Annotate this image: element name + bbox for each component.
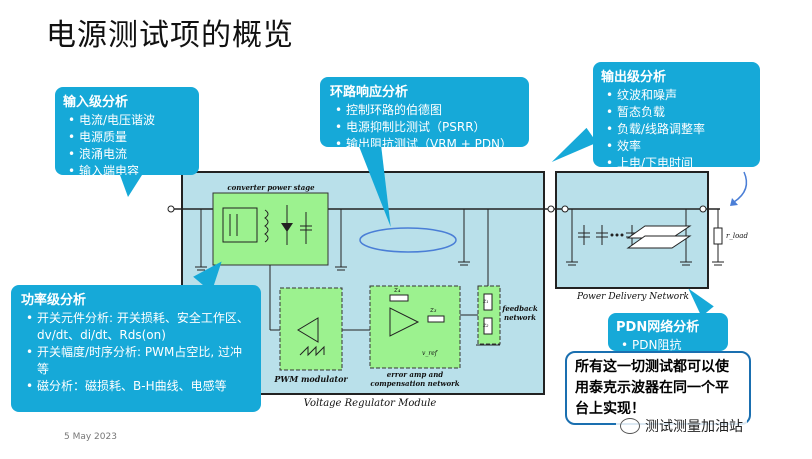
footer-date: 5 May 2023 (64, 432, 117, 442)
output-stage-callout: 输出级分析 纹波和噪声 暂态负载 负载/线路调整率 效率 上电/下电时间 (593, 62, 760, 172)
list-item: 暂态负载 (606, 104, 752, 121)
list-item: PDN阻抗 (621, 337, 720, 354)
converter-label: converter power stage (227, 183, 315, 192)
list-item: 输出阻抗测试（VRM + PDN） (335, 136, 519, 153)
z4-label: z₄ (394, 286, 401, 294)
list-item: 电流/电压谐波 (68, 112, 191, 129)
callout-list: 控制环路的伯德图 电源抑制比测试（PSRR） 输出阻抗测试（VRM + PDN） (330, 102, 519, 153)
page-title: 电源测试项的概览 (46, 18, 294, 53)
error-amp-block (369, 285, 461, 369)
callout-list: 电流/电压谐波 电源质量 浪涌电流 输入端电容 (63, 112, 191, 180)
list-item: 电源质量 (68, 129, 191, 146)
callout-heading: PDN网络分析 (616, 320, 700, 335)
z1-label: z₁ (483, 298, 489, 305)
list-item: 负载/线路调整率 (606, 121, 752, 138)
vrm-label: Voltage Regulator Module (303, 398, 437, 409)
input-stage-callout: 输入级分析 电流/电压谐波 电源质量 浪涌电流 输入端电容 (55, 87, 199, 180)
list-item: 电源抑制比测试（PSRR） (335, 119, 519, 136)
pdn-label: Power Delivery Network (577, 292, 689, 302)
callout-heading: 环路响应分析 (330, 85, 409, 100)
list-item: 输入端电容 (68, 163, 191, 180)
summary-note: 所有这一切测试都可以使用泰克示波器在同一个平台上实现！ (565, 351, 751, 425)
vref-label: v_ref (422, 350, 438, 357)
z2-label: z₂ (483, 322, 489, 329)
list-item: 效率 (606, 138, 752, 155)
callout-heading: 输出级分析 (601, 70, 667, 85)
wechat-icon (620, 418, 640, 434)
pdn-callout: PDN网络分析 PDN阻抗 (608, 313, 728, 354)
callout-list: PDN阻抗 (616, 337, 720, 354)
rload-label: r_load (726, 232, 748, 240)
input-callout-pointer (120, 175, 142, 197)
callout-heading: 功率级分析 (21, 293, 87, 308)
loop-response-callout: 环路响应分析 控制环路的伯德图 电源抑制比测试（PSRR） 输出阻抗测试（VRM… (320, 77, 529, 153)
list-item: 纹波和噪声 (606, 87, 752, 104)
list-item: 开关元件分析: 开关损耗、安全工作区、dv/dt、di/dt、Rds(on) (26, 310, 251, 344)
loop-ellipse (359, 227, 457, 253)
watermark: 测试测量加油站 (616, 414, 747, 438)
list-item: 开关幅度/时序分析: PWM占空比, 过冲等 (26, 344, 251, 378)
list-item: 上电/下电时间 (606, 155, 752, 172)
list-item: 控制环路的伯德图 (335, 102, 519, 119)
callout-list: 开关元件分析: 开关损耗、安全工作区、dv/dt、di/dt、Rds(on) 开… (21, 310, 251, 395)
callout-list: 纹波和噪声 暂态负载 负载/线路调整率 效率 上电/下电时间 (601, 87, 752, 172)
list-item: 浪涌电流 (68, 146, 191, 163)
error-amp-label: error amp and compensation network (370, 370, 460, 388)
callout-heading: 输入级分析 (63, 95, 129, 110)
power-stage-callout: 功率级分析 开关元件分析: 开关损耗、安全工作区、dv/dt、di/dt、Rds… (11, 285, 261, 412)
pwm-label: PWM modulator (274, 374, 348, 384)
feedback-label: feedback network (502, 304, 538, 322)
pwm-block (279, 287, 343, 371)
list-item: 磁分析：磁损耗、B-H曲线、电感等 (26, 378, 251, 395)
watermark-text: 测试测量加油站 (645, 419, 743, 435)
z3-label: z₃ (430, 306, 437, 314)
